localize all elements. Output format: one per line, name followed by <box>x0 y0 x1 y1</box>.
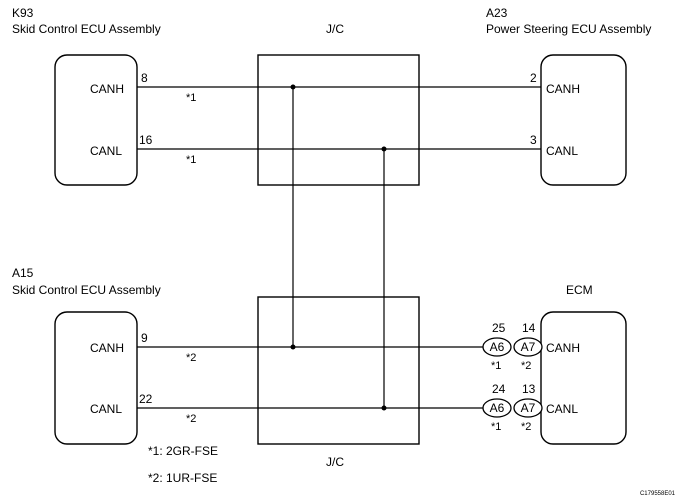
pin-k93-canl: 16 <box>139 133 153 147</box>
jc-bottom-box <box>257 296 420 445</box>
connector-a6-canh-label: A6 <box>490 340 505 354</box>
connector-a6-canl <box>482 398 512 418</box>
wire-note-bottom-canh: *2 <box>186 352 196 364</box>
pin-k93-canh: 8 <box>141 71 148 85</box>
pin-a15-canh: 9 <box>141 331 148 345</box>
k93-canh-label: CANH <box>90 82 124 96</box>
pin-a6-canh: 25 <box>492 321 506 335</box>
k93-canl-label: CANL <box>90 144 122 158</box>
ecm-canh-label: CANH <box>546 341 580 355</box>
pin-a23-canl: 3 <box>530 133 537 147</box>
a15-canl-label: CANL <box>90 402 122 416</box>
ecm-label: ECM <box>566 283 593 297</box>
splice-bottom-canh <box>290 344 296 350</box>
a15-name: Skid Control ECU Assembly <box>12 283 161 297</box>
jc-bottom-label: J/C <box>326 455 344 469</box>
splice-top-canh <box>290 84 296 90</box>
a23-canl-label: CANL <box>546 144 578 158</box>
a23-code: A23 <box>486 6 508 20</box>
connector-a6-canl-label: A6 <box>490 401 505 415</box>
legend-note-2: *2: 1UR-FSE <box>148 471 217 485</box>
jc-top-label: J/C <box>326 22 344 36</box>
jc-top-box <box>257 54 420 186</box>
pin-a15-canl: 22 <box>139 392 153 406</box>
figure-id: C179558E01 <box>640 491 676 497</box>
connector-a6-canl-note: *1 <box>491 421 501 433</box>
connector-a7-canh <box>513 337 543 357</box>
connector-a7-canl-label: A7 <box>521 401 536 415</box>
k93-box <box>54 54 138 186</box>
a15-box <box>54 311 138 445</box>
connector-a7-canh-label: A7 <box>521 340 536 354</box>
legend-note-1: *1: 2GR-FSE <box>148 444 218 458</box>
wire-note-top-canh: *1 <box>186 92 196 104</box>
ecm-box <box>540 311 627 445</box>
wire-note-bottom-canl: *2 <box>186 413 196 425</box>
a23-box <box>540 54 627 186</box>
connector-a6-canh-note: *1 <box>491 360 501 372</box>
ecm-canl-label: CANL <box>546 402 578 416</box>
k93-name: Skid Control ECU Assembly <box>12 22 161 36</box>
wire-note-top-canl: *1 <box>186 154 196 166</box>
a23-name: Power Steering ECU Assembly <box>486 22 651 36</box>
k93-code: K93 <box>12 6 34 20</box>
connector-a7-canl <box>513 398 543 418</box>
a15-canh-label: CANH <box>90 341 124 355</box>
pin-a6-canl: 24 <box>492 382 506 396</box>
splice-bottom-canl <box>381 405 387 411</box>
splice-top-canl <box>381 146 387 152</box>
a23-canh-label: CANH <box>546 82 580 96</box>
a15-code: A15 <box>12 266 34 280</box>
connector-a7-canh-note: *2 <box>521 360 531 372</box>
connector-a7-canl-note: *2 <box>521 421 531 433</box>
connector-a6-canh <box>482 337 512 357</box>
pin-a23-canh: 2 <box>530 71 537 85</box>
pin-a7-canl: 13 <box>522 382 536 396</box>
pin-a7-canh: 14 <box>522 321 536 335</box>
